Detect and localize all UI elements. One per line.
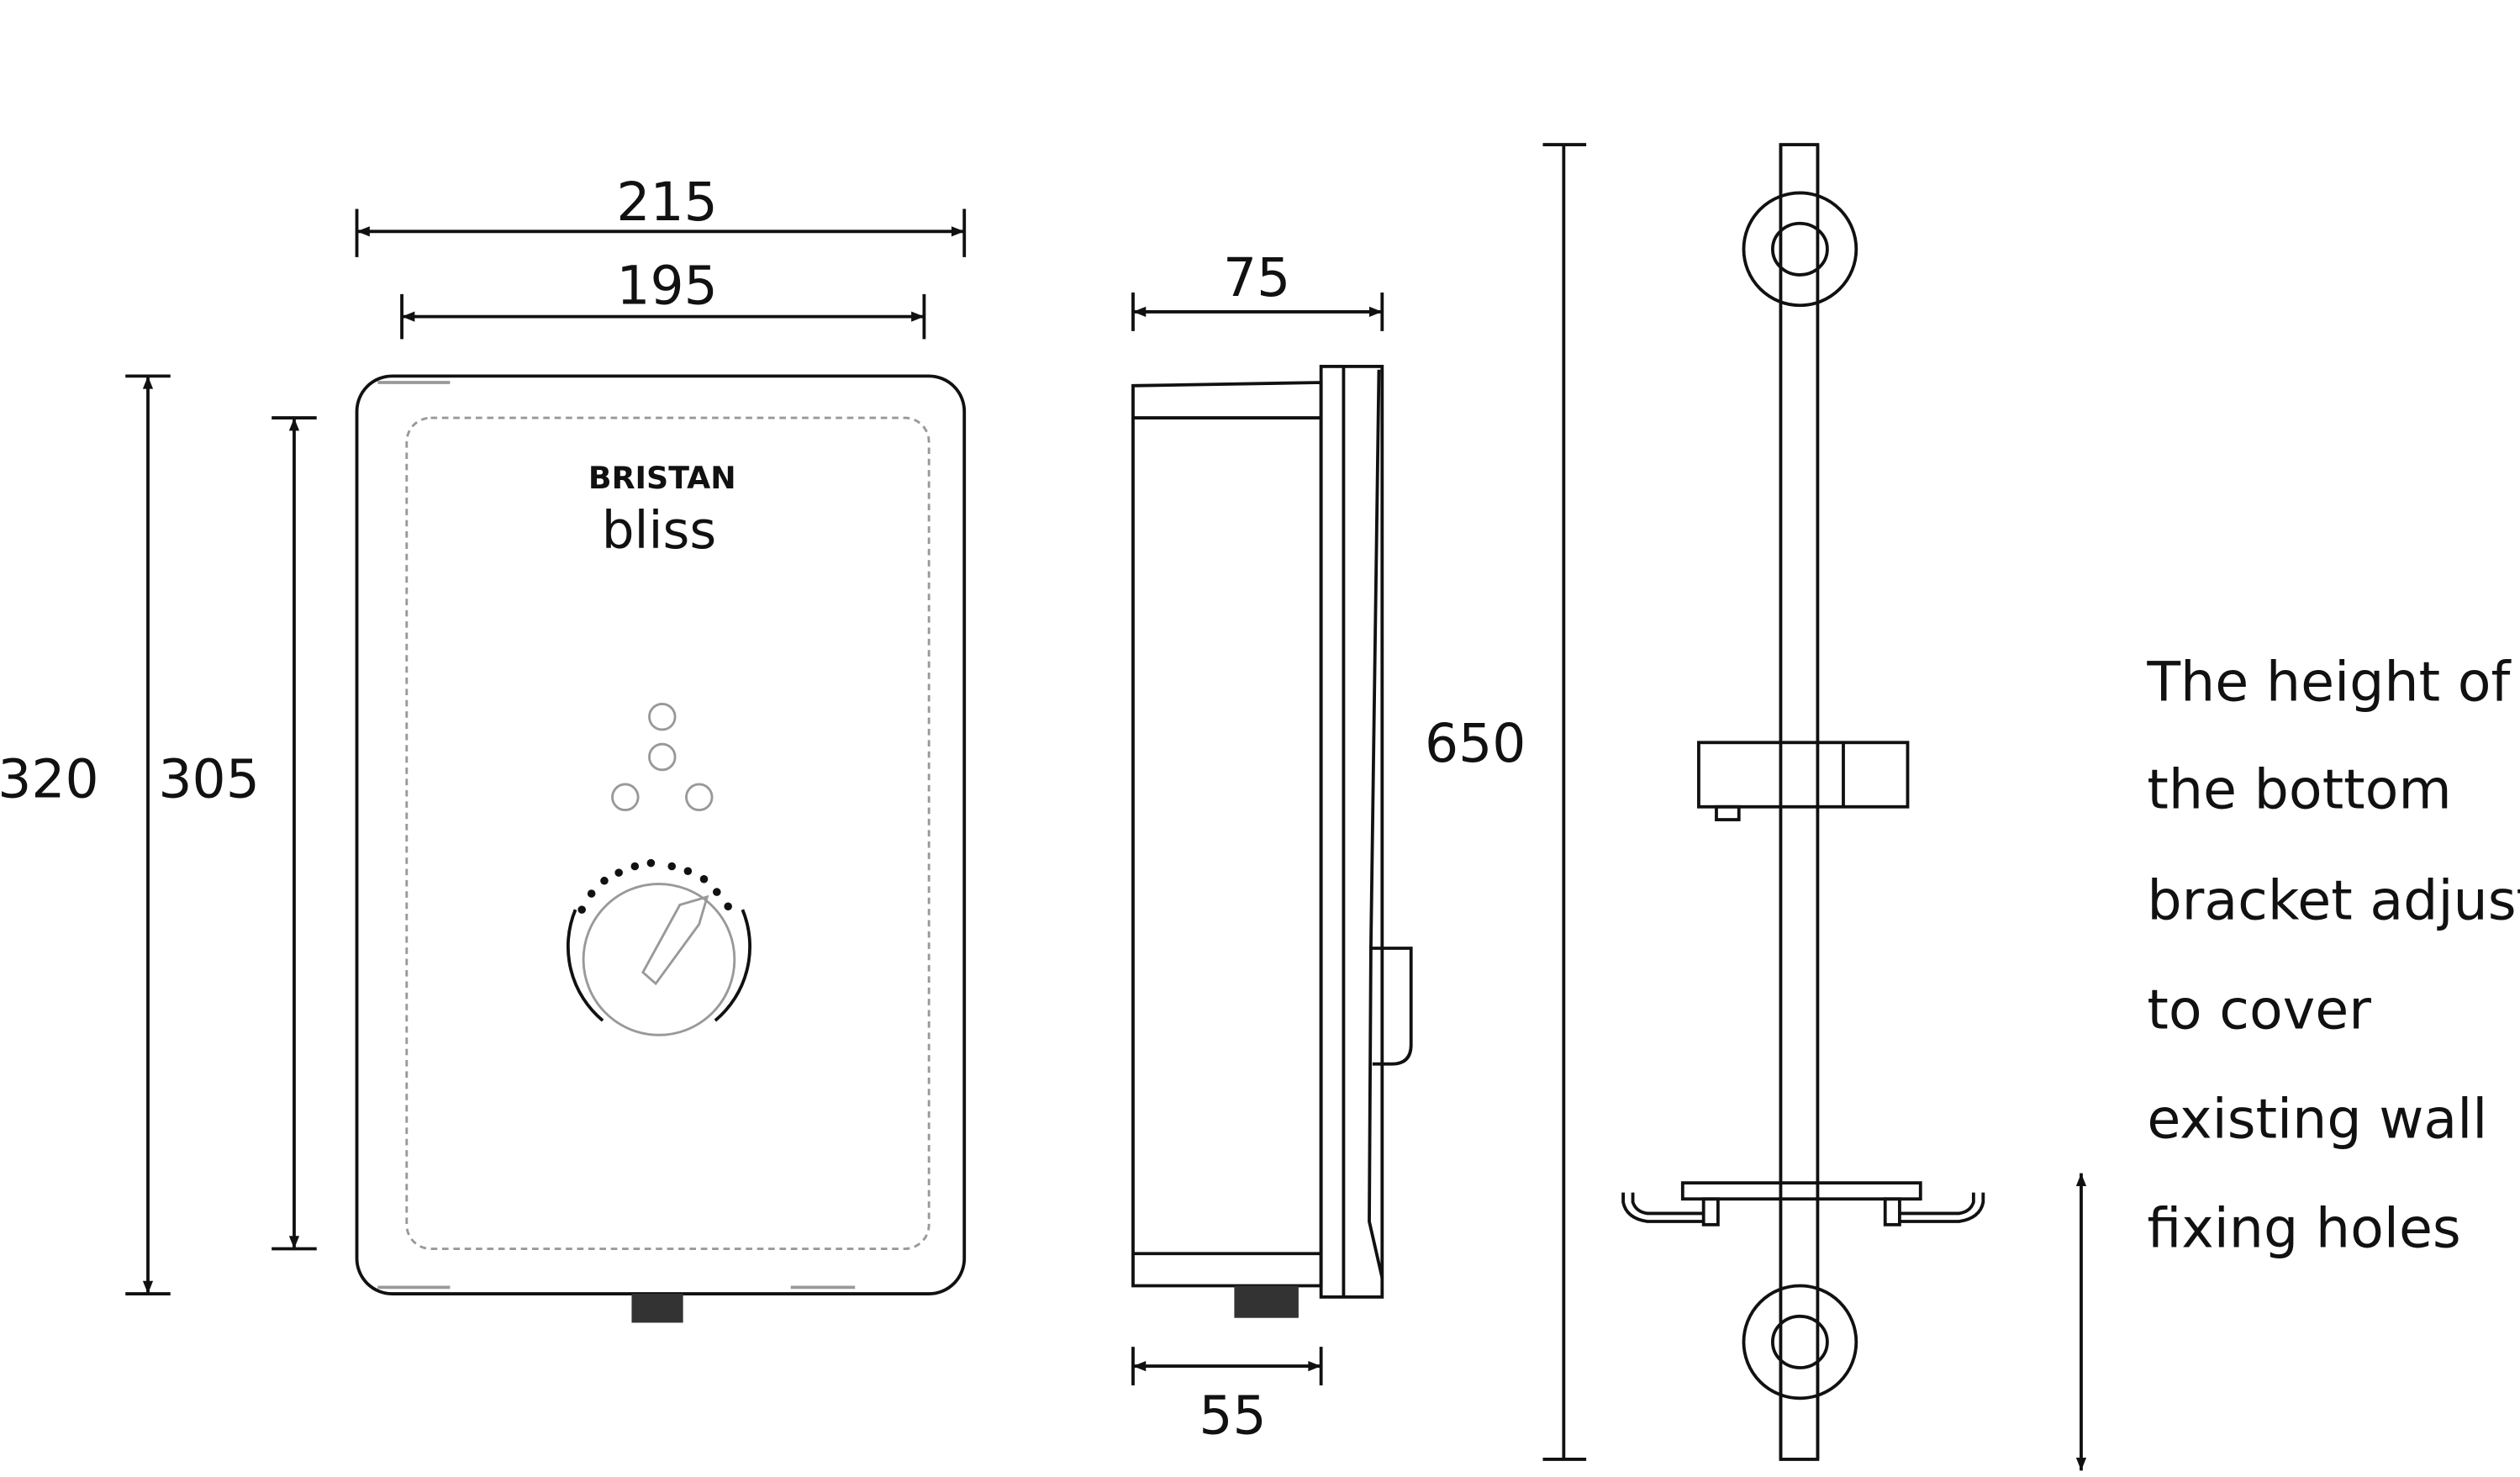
dimension-label: 305 (158, 747, 259, 810)
shower-side-view (1131, 364, 1413, 1318)
dimension-label: 195 (616, 254, 717, 316)
handset-slider (1697, 741, 1910, 821)
dimension-label: 650 (1425, 712, 1526, 774)
indicator-lights (611, 702, 714, 812)
temperature-dial (566, 858, 751, 1037)
note-line: existing wall (2147, 1089, 2487, 1152)
riser-rail (1621, 143, 1985, 1461)
water-inlet-fitting (1234, 1285, 1299, 1318)
dimension-label: 215 (616, 171, 717, 233)
dimension-195: 195 (400, 254, 926, 340)
note-line: The height of (2146, 651, 2512, 715)
dimension-label: 55 (1199, 1384, 1266, 1446)
dimension-label: 320 (0, 747, 99, 810)
top-wall-bracket (1742, 145, 1858, 308)
dimension-320: 320 (0, 374, 171, 1295)
dimension-55: 55 (1131, 1347, 1323, 1446)
dimension-label: 75 (1223, 246, 1290, 309)
note-line: to cover (2147, 979, 2371, 1042)
soap-dish (1621, 1181, 1985, 1226)
dimension-75: 75 (1131, 246, 1384, 331)
dimension-305: 305 (158, 416, 317, 1251)
brand-logo: BRISTAN (588, 460, 736, 496)
shower-front-view: BRISTAN bliss (355, 374, 967, 1323)
bottom-wall-bracket (1742, 1284, 1858, 1459)
dimension-215: 215 (355, 171, 967, 257)
dimension-650: 650 (1425, 143, 1587, 1461)
note-line: fixing holes (2147, 1198, 2460, 1261)
note-line: bracket adjusts (2147, 870, 2520, 933)
note-line: the bottom (2147, 759, 2451, 822)
adjustment-note: The height of the bottom bracket adjusts… (2146, 651, 2520, 1261)
water-inlet-fitting (631, 1294, 683, 1323)
model-logo: bliss (602, 501, 717, 561)
